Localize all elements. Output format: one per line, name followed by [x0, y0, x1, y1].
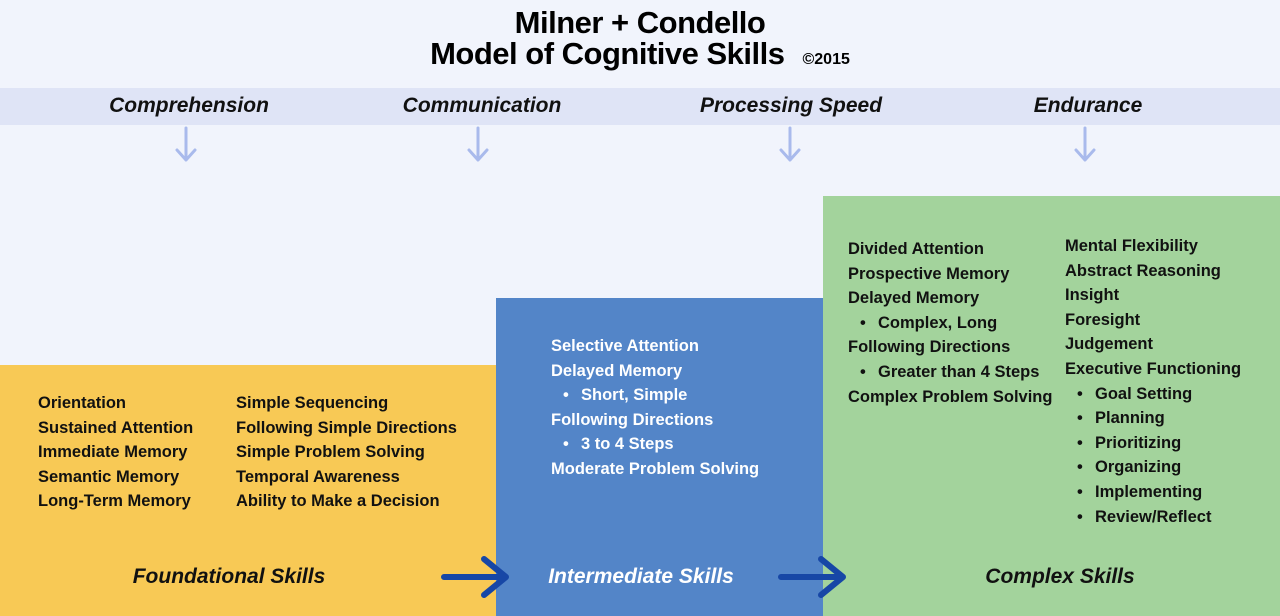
list-item: Immediate Memory	[38, 443, 188, 462]
foundational-skills-list-2: Simple Sequencing Following Simple Direc…	[236, 391, 457, 514]
factor-band	[0, 88, 1280, 125]
copyright-notice: ©2015	[802, 51, 850, 68]
right-arrow-icon	[441, 556, 509, 598]
list-sub-item: Implementing	[1065, 480, 1241, 505]
list-item: Sustained Attention	[38, 418, 194, 437]
foundational-skills-label: Foundational Skills	[132, 565, 326, 588]
down-arrow-icon	[467, 126, 489, 162]
diagram-title: Milner + Condello Model of Cognitive Ski…	[0, 5, 1280, 76]
title-line-2-text: Model of Cognitive Skills	[430, 36, 785, 71]
list-item: Temporal Awareness	[236, 467, 400, 486]
list-item: Judgement	[1065, 335, 1154, 354]
list-sub-item: Complex, Long	[848, 311, 1052, 336]
list-item: Semantic Memory	[38, 467, 180, 486]
list-sub-item: Prioritizing	[1065, 431, 1241, 456]
intermediate-skills-block	[496, 298, 823, 616]
title-line-1: Milner + Condello	[514, 5, 766, 40]
down-arrow-icon	[175, 126, 197, 162]
list-item: Executive Functioning	[1065, 359, 1242, 378]
list-sub-item: Short, Simple	[551, 383, 759, 408]
factor-communication: Communication	[402, 94, 562, 117]
list-sub-item: Organizing	[1065, 455, 1241, 480]
list-item: Delayed Memory	[848, 289, 980, 308]
complex-skills-list-2: Mental Flexibility Abstract Reasoning In…	[1065, 234, 1241, 529]
list-item: Following Directions	[551, 410, 714, 429]
list-item: Abstract Reasoning	[1065, 261, 1221, 280]
list-item: Moderate Problem Solving	[551, 459, 760, 478]
complex-skills-list-1: Divided Attention Prospective Memory Del…	[848, 237, 1052, 409]
down-arrow-icon	[1074, 126, 1096, 162]
list-item: Insight	[1065, 286, 1120, 305]
factor-comprehension: Comprehension	[109, 94, 269, 117]
list-item: Mental Flexibility	[1065, 237, 1198, 255]
foundational-skills-list-1: Orientation Sustained Attention Immediat…	[38, 391, 193, 514]
list-item: Divided Attention	[848, 240, 984, 258]
list-item: Long-Term Memory	[38, 492, 191, 511]
list-item: Simple Problem Solving	[236, 443, 425, 462]
list-sub-item: Review/Reflect	[1065, 505, 1241, 530]
list-sub-item: 3 to 4 Steps	[551, 432, 759, 457]
list-item: Foresight	[1065, 310, 1141, 329]
list-item: Prospective Memory	[848, 264, 1010, 283]
list-sub-item: Planning	[1065, 406, 1241, 431]
foundational-skills-block	[0, 365, 496, 616]
factor-endurance: Endurance	[1033, 94, 1143, 117]
right-arrow-icon	[778, 556, 846, 598]
factor-processing-speed: Processing Speed	[699, 94, 883, 117]
list-item: Following Simple Directions	[236, 418, 457, 437]
title-line-2: Model of Cognitive Skills ©2015	[0, 38, 1280, 76]
intermediate-skills-list: Selective Attention Delayed Memory Short…	[551, 334, 759, 482]
list-item: Complex Problem Solving	[848, 387, 1053, 406]
list-sub-item: Greater than 4 Steps	[848, 360, 1052, 385]
complex-skills-label: Complex Skills	[985, 565, 1135, 588]
list-item: Ability to Make a Decision	[236, 492, 440, 511]
list-item: Selective Attention	[551, 337, 699, 355]
down-arrow-icon	[779, 126, 801, 162]
list-item: Following Directions	[848, 338, 1011, 357]
list-sub-item: Goal Setting	[1065, 382, 1241, 407]
list-item: Delayed Memory	[551, 361, 683, 380]
list-item: Simple Sequencing	[236, 394, 389, 412]
list-item: Orientation	[38, 394, 127, 412]
intermediate-skills-label: Intermediate Skills	[548, 565, 734, 588]
